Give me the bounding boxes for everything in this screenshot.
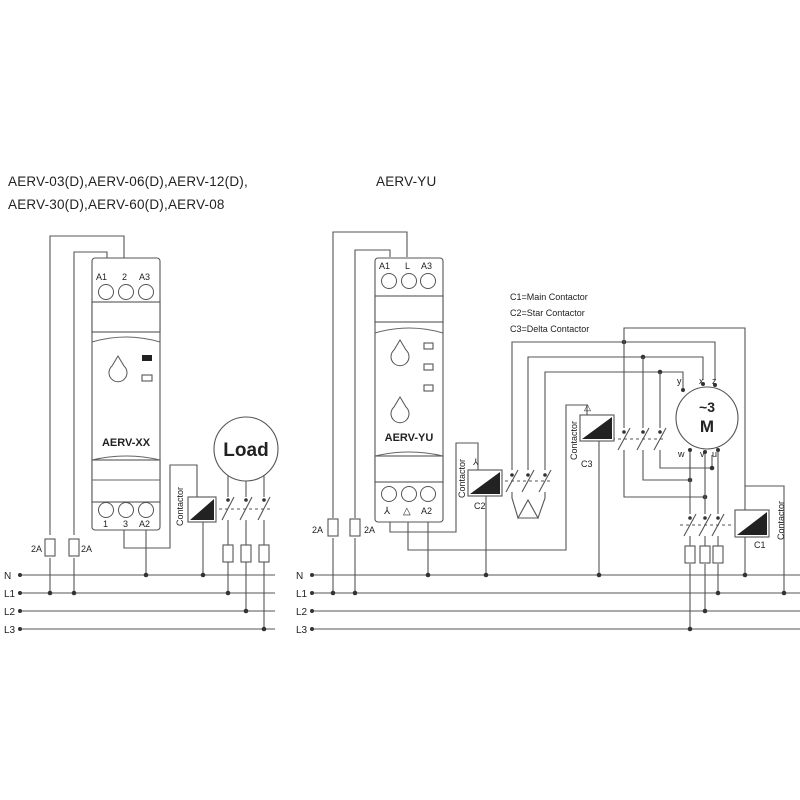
left-fuse-2: [68, 538, 80, 557]
right-bottom-terminal-delta: △: [403, 506, 411, 517]
bus-label-n: N: [4, 571, 11, 582]
left-top-terminal-2: 2: [122, 272, 127, 282]
main-contactor-label: Contactor: [776, 501, 786, 540]
delta-contactor-symbol: △: [584, 402, 591, 412]
load-circle: [213, 416, 279, 482]
legend-c1: C1=Main Contactor: [510, 292, 588, 302]
right-bus-label-l3: L3: [296, 625, 308, 636]
right-knob-icon-2: [390, 396, 410, 424]
right-knob-icon-1: [390, 339, 410, 367]
right-top-terminal-l: L: [405, 261, 410, 271]
left-bottom-terminal-a2: A2: [139, 519, 150, 529]
motor-terminal-v: v: [700, 449, 705, 459]
main-fuse-2: [699, 545, 711, 564]
motor-terminal-y: y: [677, 376, 682, 386]
right-bus-label-l1: L1: [296, 589, 308, 600]
load-fuse-1: [222, 544, 234, 563]
load-label: Load: [223, 440, 268, 461]
bus-label-l1: L1: [4, 589, 16, 600]
right-fuse-label-2: 2A: [364, 525, 375, 535]
right-bottom-terminal-star: ⅄: [383, 506, 391, 517]
bus-label-l3: L3: [4, 625, 16, 636]
right-fuse-2: [349, 518, 361, 537]
left-top-terminal-a3: A3: [139, 272, 150, 282]
left-title-line1: AERV-03(D),AERV-06(D),AERV-12(D),: [8, 174, 248, 189]
bus-label-l2: L2: [4, 607, 16, 618]
right-bus-bars: N L1 L2 L3: [296, 571, 800, 636]
left-bottom-terminal-3: 3: [123, 519, 128, 529]
main-fuse-1: [684, 545, 696, 564]
star-contactor-coil: [467, 469, 503, 497]
left-fuse-label-2: 2A: [81, 544, 92, 554]
left-contactor-label: Contactor: [175, 487, 185, 526]
left-contactor-coil: [187, 496, 217, 523]
left-fuse-label-1: 2A: [31, 544, 42, 554]
star-contactor-symbol: ⅄: [472, 457, 479, 467]
main-contactor-coil: [734, 509, 770, 538]
delta-contactor-coil: [579, 414, 615, 442]
motor-m-label: M: [700, 417, 714, 436]
motor-terminal-w: w: [677, 449, 685, 459]
left-title-line2: AERV-30(D),AERV-60(D),AERV-08: [8, 197, 225, 212]
right-fuse-label-1: 2A: [312, 525, 323, 535]
left-top-terminal-a1: A1: [96, 272, 107, 282]
right-bottom-terminal-a2: A2: [421, 506, 432, 516]
left-relay-device: [91, 257, 161, 531]
right-top-terminal-a1: A1: [379, 261, 390, 271]
right-bus-label-n: N: [296, 571, 303, 582]
left-fuse-1: [44, 538, 56, 557]
motor-phase-label: ~3: [699, 399, 715, 415]
left-led-indicator-1: [142, 355, 152, 361]
motor-terminal-z: z: [712, 376, 717, 386]
left-model-label: AERV-XX: [102, 437, 151, 449]
delta-contactor-label: Contactor: [569, 421, 579, 460]
left-led-indicator-2: [141, 374, 153, 382]
right-bus-label-l2: L2: [296, 607, 308, 618]
right-top-terminal-a3: A3: [421, 261, 432, 271]
left-bottom-terminal-1: 1: [103, 519, 108, 529]
load-fuse-3: [258, 544, 270, 563]
legend-c2: C2=Star Contactor: [510, 308, 585, 318]
main-fuse-3: [712, 545, 724, 564]
legend-c3: C3=Delta Contactor: [510, 324, 589, 334]
motor-terminal-u: u: [712, 449, 717, 459]
star-contactor-c-label: C2: [474, 501, 486, 511]
left-bus-bars: N L1 L2 L3: [4, 571, 275, 636]
delta-contactor-c-label: C3: [581, 459, 593, 469]
right-model-label: AERV-YU: [385, 432, 434, 444]
star-contactor-label: Contactor: [457, 459, 467, 498]
right-title: AERV-YU: [376, 174, 436, 189]
load-fuse-2: [240, 544, 252, 563]
motor-symbol: [675, 382, 739, 454]
right-relay-device: [374, 257, 444, 523]
right-fuse-1: [327, 518, 339, 537]
motor-terminal-x: x: [699, 376, 704, 386]
right-wiring: [330, 231, 787, 632]
main-contactor-c-label: C1: [754, 540, 766, 550]
left-knob-icon: [108, 355, 128, 383]
